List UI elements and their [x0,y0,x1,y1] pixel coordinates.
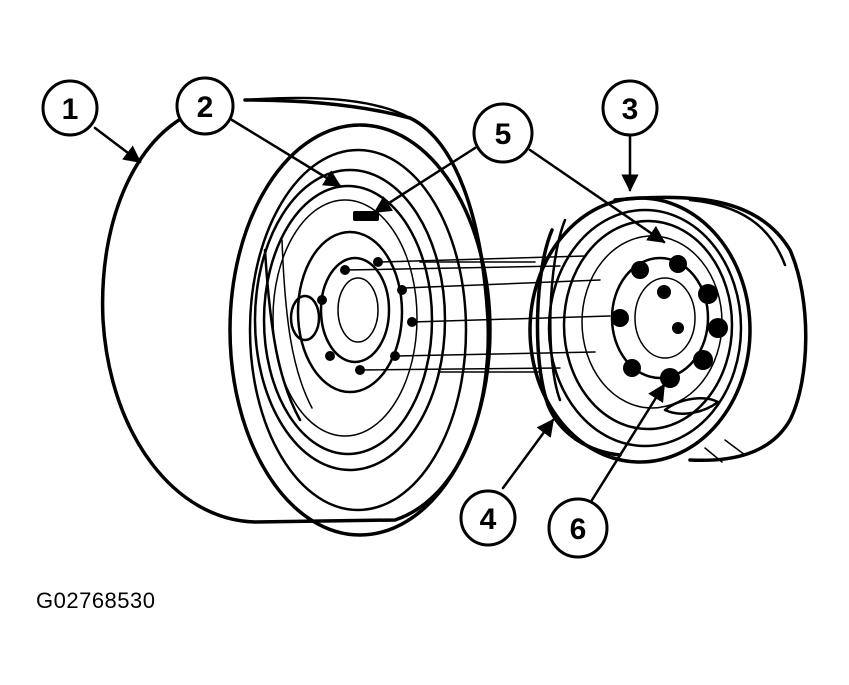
callout-label: 4 [480,503,497,536]
outer-wheel [528,195,808,464]
tire [100,96,492,537]
callout-4: 4 [459,489,517,547]
inner-wheel [253,168,447,472]
callout-label: 2 [197,91,214,124]
callout-label: 3 [622,93,639,126]
callout-label: 6 [570,513,587,546]
wheel-studs [345,255,611,373]
figure-code: G02768530 [36,588,156,613]
callout-2: 2 [175,76,235,136]
callout-3: 3 [601,79,659,137]
callout-label: 5 [495,118,512,151]
callout-6: 6 [547,497,609,559]
callout-1: 1 [41,79,99,137]
callout-label: 1 [62,93,79,126]
leader-lines [93,118,666,502]
callout-5: 5 [472,102,534,164]
